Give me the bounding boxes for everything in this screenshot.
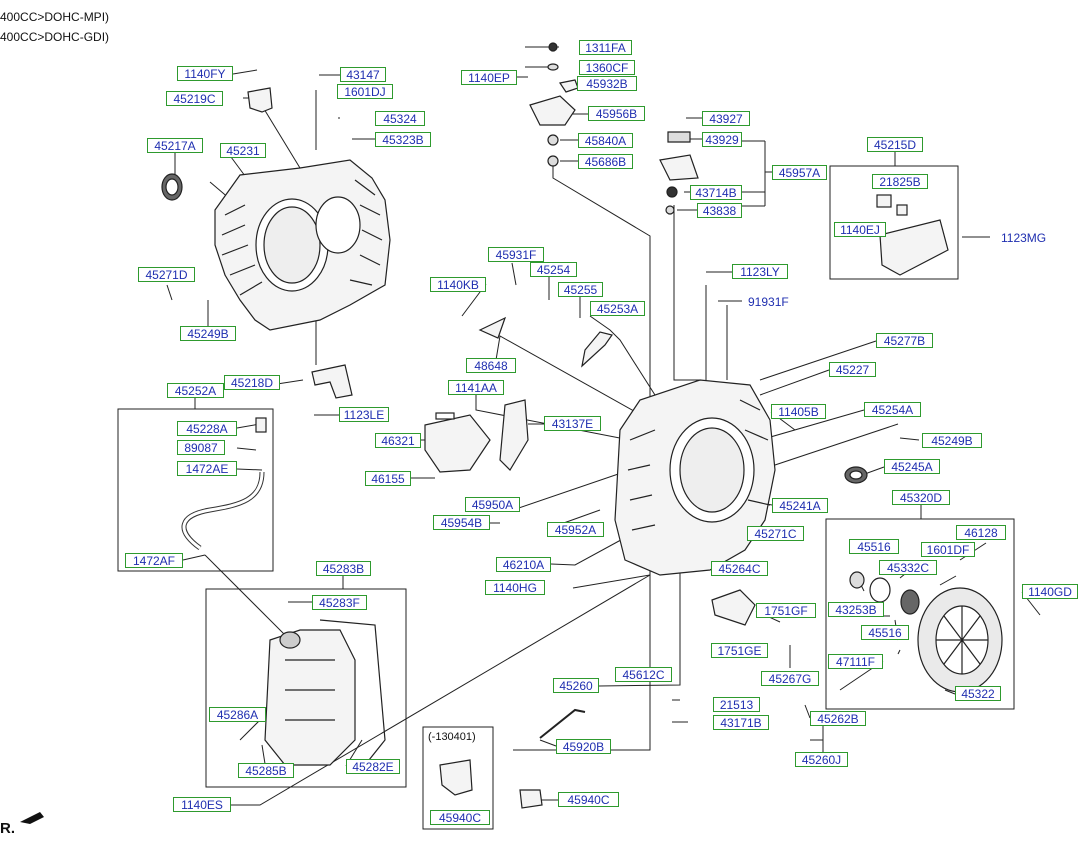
part-label[interactable]: 1140EP (461, 70, 517, 85)
part-label[interactable]: 45952A (547, 522, 604, 537)
sensor-variant-box (422, 726, 494, 830)
part-label[interactable]: 45254 (530, 262, 577, 277)
part-label[interactable]: 1360CF (579, 60, 635, 75)
part-label[interactable]: 45271D (138, 267, 195, 282)
part-label[interactable]: 43253B (828, 602, 884, 617)
part-label[interactable]: 45283F (312, 595, 367, 610)
part-label[interactable]: 43171B (713, 715, 769, 730)
part-label[interactable]: 43838 (697, 203, 742, 218)
part-label[interactable]: 43147 (340, 67, 386, 82)
part-label[interactable]: 45217A (147, 138, 203, 153)
part-label[interactable]: 45267G (761, 671, 819, 686)
part-label[interactable]: 1140KB (430, 277, 486, 292)
part-label[interactable]: 1140EJ (834, 222, 886, 237)
part-label[interactable]: 45286A (209, 707, 266, 722)
part-label[interactable]: 45323B (375, 132, 431, 147)
part-label[interactable]: 45218D (224, 375, 280, 390)
part-label[interactable]: 45957A (772, 165, 827, 180)
parts-artwork (161, 42, 1003, 809)
part-label[interactable]: 45612C (615, 667, 672, 682)
part-label[interactable]: 1601DF (921, 542, 975, 557)
part-label[interactable]: 45332C (879, 560, 937, 575)
part-label[interactable]: 45228A (177, 421, 237, 436)
part-label[interactable]: 48648 (466, 358, 516, 373)
part-label[interactable]: 46128 (956, 525, 1006, 540)
part-label[interactable]: 45260 (553, 678, 599, 693)
part-label[interactable]: 1472AE (177, 461, 237, 476)
part-label[interactable]: 43927 (702, 111, 750, 126)
part-label[interactable]: 11405B (771, 404, 826, 419)
part-label[interactable]: 45920B (556, 739, 611, 754)
part-label[interactable]: 45956B (588, 106, 645, 121)
part-label[interactable]: 45264C (711, 561, 768, 576)
part-label[interactable]: 45322 (955, 686, 1001, 701)
part-label[interactable]: 45282E (346, 759, 400, 774)
part-label[interactable]: 45262B (810, 711, 866, 726)
part-label[interactable]: 1123LE (339, 407, 389, 422)
part-label[interactable]: 1140HG (485, 580, 545, 595)
part-label[interactable]: 45324 (375, 111, 425, 126)
part-label[interactable]: 1472AF (125, 553, 183, 568)
part-label[interactable]: 46321 (375, 433, 421, 448)
part-label[interactable]: 45241A (772, 498, 828, 513)
part-label[interactable]: 45245A (884, 459, 940, 474)
engine-variant-line-2: 400CC>DOHC-GDI) (0, 30, 110, 44)
part-label[interactable]: 1141AA (448, 380, 504, 395)
part-label[interactable]: 91931F (748, 295, 789, 309)
part-label[interactable]: 45249B (180, 326, 236, 341)
engine-variant-line-1: 400CC>DOHC-MPI) (0, 10, 110, 24)
part-label[interactable]: 45940C (558, 792, 619, 807)
serial-range-note: (-130401) (428, 731, 476, 743)
part-label[interactable]: 45255 (558, 282, 603, 297)
part-label[interactable]: 46155 (365, 471, 411, 486)
part-label[interactable]: 43137E (544, 416, 601, 431)
part-label[interactable]: 45253A (590, 301, 645, 316)
part-label[interactable]: 45271C (747, 526, 804, 541)
part-label[interactable]: 45227 (829, 362, 876, 377)
part-label[interactable]: 47111F (828, 654, 883, 669)
bracket-group-box (829, 165, 959, 280)
part-label[interactable]: 21825B (872, 174, 928, 189)
part-label[interactable]: 45285B (238, 763, 294, 778)
part-label[interactable]: 89087 (177, 440, 225, 455)
part-label[interactable]: 1140GD (1022, 584, 1078, 599)
part-label[interactable]: 45931F (488, 247, 544, 262)
front-arrow-icon (20, 812, 44, 824)
front-direction-label: R. (0, 820, 15, 837)
part-label[interactable]: 45231 (220, 143, 266, 158)
part-label[interactable]: 45249B (922, 433, 982, 448)
part-label[interactable]: 1140FY (177, 66, 233, 81)
part-label[interactable]: 45260J (795, 752, 848, 767)
part-label[interactable]: 45954B (433, 515, 490, 530)
part-label[interactable]: 1751GF (756, 603, 816, 618)
part-label[interactable]: 43714B (690, 185, 742, 200)
part-label[interactable]: 43929 (702, 132, 742, 147)
part-label[interactable]: 1601DJ (337, 84, 393, 99)
part-label[interactable]: 45277B (876, 333, 933, 348)
part-label[interactable]: 46210A (496, 557, 551, 572)
part-label[interactable]: 45516 (849, 539, 899, 554)
part-label[interactable]: 45254A (864, 402, 921, 417)
part-label[interactable]: 45940C (430, 810, 490, 825)
part-label[interactable]: 1751GE (711, 643, 768, 658)
part-label[interactable]: 45320D (892, 490, 950, 505)
part-label[interactable]: 1123LY (732, 264, 788, 279)
part-label[interactable]: 45283B (316, 561, 371, 576)
part-label[interactable]: 45840A (578, 133, 633, 148)
part-label[interactable]: 45219C (166, 91, 223, 106)
part-label[interactable]: 45686B (578, 154, 633, 169)
oil-pan-group-box (205, 588, 407, 788)
part-label[interactable]: 45215D (867, 137, 923, 152)
part-label[interactable]: 45516 (861, 625, 909, 640)
part-label[interactable]: 1311FA (579, 40, 632, 55)
part-label[interactable]: 45932B (577, 76, 637, 91)
part-label[interactable]: 21513 (713, 697, 760, 712)
part-label[interactable]: 1123MG (1001, 231, 1047, 245)
part-label[interactable]: 1140ES (173, 797, 231, 812)
cover-group-box (825, 518, 1015, 710)
part-label[interactable]: 45252A (167, 383, 224, 398)
part-label[interactable]: 45950A (465, 497, 520, 512)
